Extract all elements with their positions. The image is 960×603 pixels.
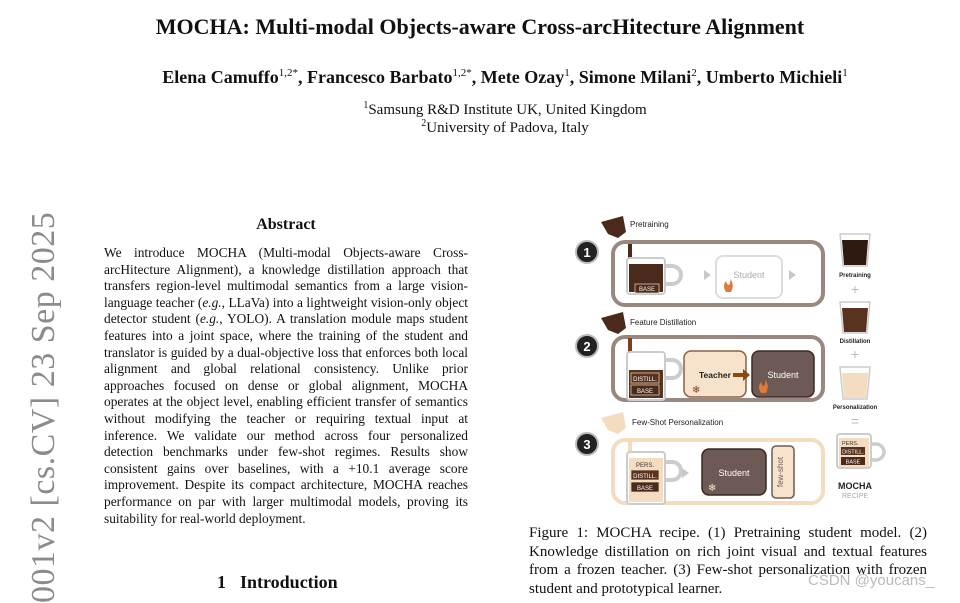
watermark: CSDN @youcans_ bbox=[808, 572, 935, 589]
pour-stream bbox=[628, 338, 632, 360]
final-mug-icon: PERS. DISTILL. BASE bbox=[836, 433, 886, 469]
affil-text: University of Padova, Italy bbox=[426, 120, 589, 136]
affil-mark: 1 bbox=[363, 100, 369, 111]
step-label: Pretraining bbox=[630, 220, 669, 229]
author-name: Elena Camuffo bbox=[162, 67, 279, 87]
arrow-right-icon bbox=[789, 270, 796, 280]
recipe-label: Distillation bbox=[840, 339, 871, 345]
abstract-part: We introduce MOCHA (Multi-modal Objects-… bbox=[104, 245, 468, 310]
section-number: 1 bbox=[217, 572, 226, 592]
plus-sign: + bbox=[851, 281, 859, 297]
arrow-right-icon bbox=[733, 369, 750, 381]
author-affil-mark: 2 bbox=[691, 67, 697, 79]
figure-caption: Figure 1: MOCHA recipe. (1) Pretraining … bbox=[529, 525, 927, 597]
affiliation: 1Samsung R&D Institute UK, United Kingdo… bbox=[0, 100, 960, 119]
step-number-badge bbox=[575, 240, 599, 264]
arrow-right-icon bbox=[682, 468, 689, 478]
step-label: Few-Shot Personalization bbox=[632, 418, 723, 427]
author-name: Umberto Michieli bbox=[705, 67, 843, 87]
student-label: Student bbox=[733, 270, 765, 280]
student-box bbox=[701, 448, 767, 496]
student-label: Student bbox=[718, 468, 750, 478]
flame-icon bbox=[759, 380, 768, 393]
author-affil-mark: 1 bbox=[564, 67, 570, 79]
abstract-part: , YOLO). A translation module maps stude… bbox=[104, 311, 468, 526]
step-number-badge bbox=[575, 334, 599, 358]
recipe-label: Personalization bbox=[833, 405, 878, 411]
fewshot-learner-box bbox=[771, 445, 795, 499]
step-label: Feature Distillation bbox=[630, 318, 696, 327]
cup-layer-label: DISTILL. bbox=[842, 450, 864, 456]
cup-layer-label: BASE bbox=[637, 389, 653, 395]
pitcher-icon bbox=[601, 312, 626, 334]
author-affil-mark: 1,2* bbox=[452, 67, 472, 79]
step-3-row: Few-Shot Personalization 3 PERS. DISTILL… bbox=[575, 412, 825, 505]
author-affil-mark: 1,2* bbox=[278, 67, 299, 79]
author-name: Francesco Barbato bbox=[307, 67, 453, 87]
teacher-label: Teacher bbox=[699, 370, 732, 380]
arrow-right-icon bbox=[704, 270, 711, 280]
cup-layer-label: PERS. bbox=[636, 463, 654, 469]
step-2-row: Feature Distillation 2 DISTILL. BASE Tea… bbox=[575, 312, 825, 402]
snowflake-icon: ❄ bbox=[692, 385, 700, 396]
affil-text: Samsung R&D Institute UK, United Kingdom bbox=[368, 102, 647, 118]
plus-sign: + bbox=[851, 346, 859, 362]
brand-logo: MOCHA bbox=[838, 481, 872, 491]
paper-title: MOCHA: Multi-modal Objects-aware Cross-a… bbox=[155, 14, 805, 39]
mug-icon: DISTILL. BASE bbox=[626, 351, 683, 401]
recipe-label: Pretraining bbox=[839, 273, 871, 279]
flame-icon bbox=[724, 279, 733, 292]
recipe-column: Pretraining + Distillation + Personaliza… bbox=[833, 233, 886, 500]
step-1-row: Pretraining 1 BASE Student bbox=[575, 216, 825, 307]
figure-mocha-recipe: Pretraining 1 BASE Student Feature Disti… bbox=[575, 216, 886, 505]
step-number: 3 bbox=[583, 437, 590, 452]
step-number-badge bbox=[575, 432, 599, 456]
cup-layer-label: BASE bbox=[846, 460, 861, 466]
brand-subtitle: RECIPE bbox=[842, 493, 868, 500]
abstract-italic: e.g. bbox=[199, 311, 220, 327]
arxiv-stamp: 001v2 [cs.CV] 23 Sep 2025 bbox=[25, 211, 62, 603]
pitcher-icon bbox=[601, 216, 626, 238]
author-list: Elena Camuffo1,2*, Francesco Barbato1,2*… bbox=[162, 67, 848, 87]
cup-layer-label: DISTILL. bbox=[633, 474, 657, 480]
cup-layer-label: DISTILL. bbox=[633, 377, 657, 383]
author-name: Mete Ozay bbox=[480, 67, 565, 87]
pour-stream bbox=[628, 438, 632, 452]
snowflake-icon: ❄ bbox=[708, 483, 716, 494]
abstract-heading: Abstract bbox=[256, 216, 316, 233]
fewshot-label: few-shot bbox=[776, 456, 785, 487]
equals-sign: = bbox=[851, 413, 859, 429]
step-number: 1 bbox=[583, 245, 590, 260]
author-affil-mark: 1 bbox=[842, 67, 848, 79]
abstract-part: , LLaVa) into a lightweight vision-only … bbox=[104, 294, 468, 327]
section-title: Introduction bbox=[240, 572, 338, 592]
cup-layer-label: BASE bbox=[639, 287, 655, 293]
pitcher-icon bbox=[601, 412, 626, 434]
step-number: 2 bbox=[583, 339, 590, 354]
student-label: Student bbox=[767, 370, 799, 380]
pour-stream bbox=[628, 244, 632, 266]
abstract-text: We introduce MOCHA (Multi-modal Objects-… bbox=[104, 245, 468, 527]
abstract-italic: e.g. bbox=[202, 294, 222, 310]
affiliation: 2University of Padova, Italy bbox=[0, 118, 960, 137]
author-name: Simone Milani bbox=[578, 67, 692, 87]
section-heading: 1 Introduction bbox=[217, 572, 338, 593]
mug-icon: PERS. DISTILL. BASE bbox=[626, 451, 683, 505]
affil-mark: 2 bbox=[421, 118, 427, 129]
cup-layer-label: PERS. bbox=[842, 441, 859, 447]
mug-icon: BASE bbox=[626, 257, 683, 295]
cup-layer-label: BASE bbox=[637, 486, 653, 492]
